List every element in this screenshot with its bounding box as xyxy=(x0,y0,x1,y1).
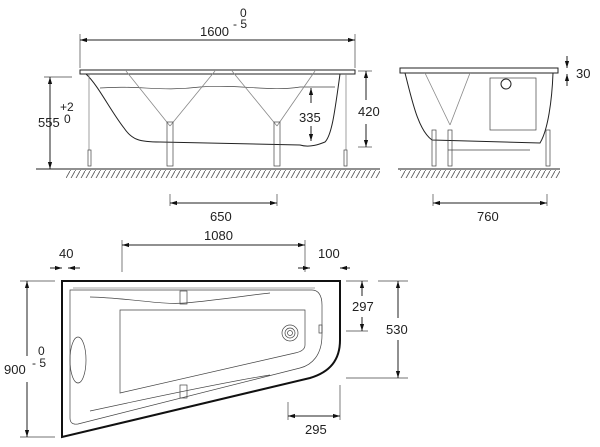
width-label: 900 xyxy=(4,362,26,377)
headrest-icon xyxy=(69,336,87,384)
tub-depth-label: 420 xyxy=(358,104,380,119)
length-tol-upper: 0 xyxy=(240,6,247,20)
height-label: 555 xyxy=(38,115,60,130)
offset-right-label: 100 xyxy=(318,246,340,261)
tub-plan-outline xyxy=(61,280,341,439)
height-tol-upper: +2 xyxy=(60,100,74,114)
length-label: 1600 xyxy=(200,24,229,39)
rim-thickness-label: 30 xyxy=(576,66,590,81)
tub-front-outline xyxy=(79,69,356,167)
width-tol-upper: 0 xyxy=(38,344,45,358)
plan-view: 40 1080 100 900 0 - 5 297 530 295 xyxy=(4,228,408,439)
drain-offset-label: 297 xyxy=(352,299,374,314)
leg-spacing-side-label: 760 xyxy=(477,209,499,224)
right-side-length-label: 530 xyxy=(386,322,408,337)
water-depth-label: 335 xyxy=(299,110,321,125)
front-view: 1600 0 - 5 555 +2 0 420 335 650 xyxy=(36,6,380,224)
drain-icon xyxy=(281,324,299,342)
offset-left-label: 40 xyxy=(59,246,73,261)
inner-length-label: 1080 xyxy=(204,228,233,243)
floor-hatching xyxy=(66,170,380,178)
length-tol-lower: - 5 xyxy=(233,17,247,31)
corner-width-label: 295 xyxy=(305,422,327,437)
height-tol-lower: 0 xyxy=(64,112,71,126)
width-tol-lower: - 5 xyxy=(32,356,46,370)
leg-spacing-front-label: 650 xyxy=(210,209,232,224)
side-view: 30 760 xyxy=(398,56,590,224)
